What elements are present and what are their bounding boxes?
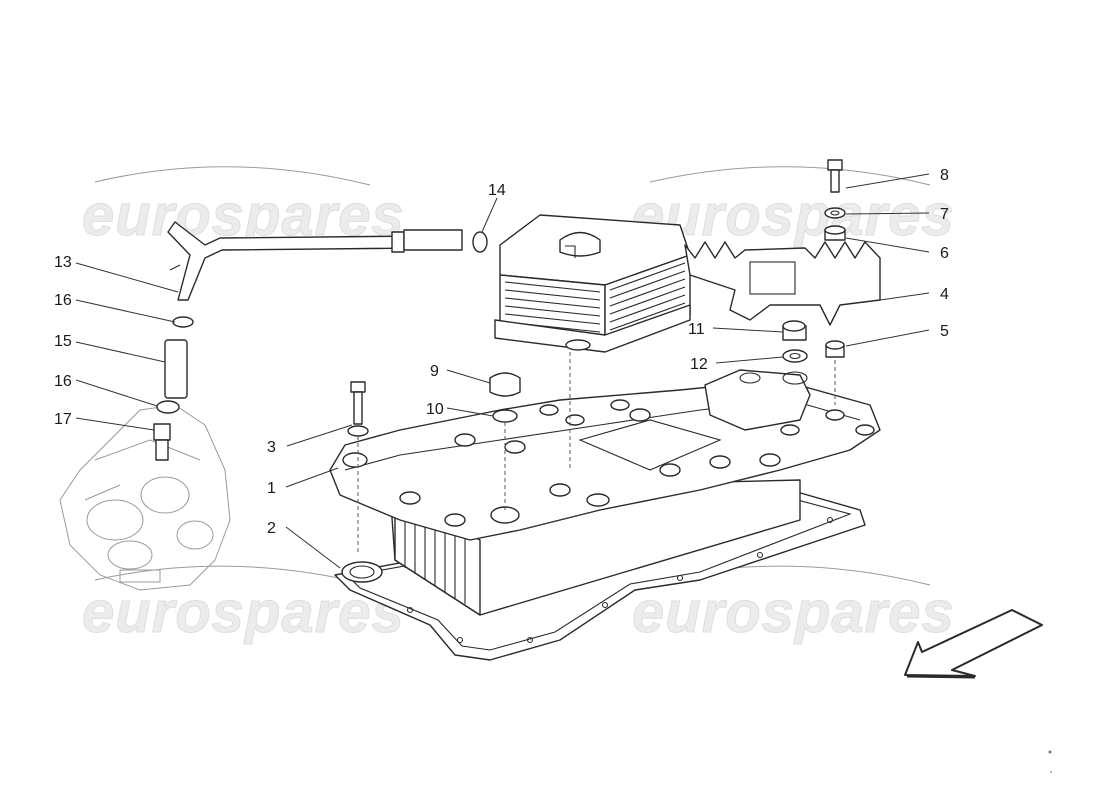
speck (1050, 771, 1052, 773)
fitting (153, 423, 171, 461)
washer-12 (782, 349, 808, 363)
washer-7 (824, 207, 846, 219)
watermark-layer: eurospares eurospares eurospares eurospa… (82, 166, 955, 646)
callout-16b: 16 (54, 373, 72, 390)
callout-13: 13 (54, 254, 72, 271)
callout-9: 9 (430, 363, 439, 380)
bolt-8 (827, 159, 843, 193)
oil-sump-housing (329, 369, 881, 616)
watermark: eurospares (632, 183, 955, 248)
housing-bosses (342, 399, 875, 527)
callout-14: 14 (488, 182, 506, 199)
callout-6: 6 (940, 245, 949, 262)
callout-16a: 16 (54, 292, 72, 309)
speck (1048, 750, 1052, 754)
watermark: eurospares (82, 183, 405, 248)
spacer-11 (782, 320, 807, 341)
callout-15: 15 (54, 333, 72, 350)
callout-11: 11 (688, 321, 705, 338)
callout-8: 8 (940, 167, 949, 184)
callout-2: 2 (267, 520, 276, 537)
bracket-4 (684, 241, 881, 326)
plug-9 (489, 372, 521, 510)
grommet-6 (824, 225, 846, 241)
watermark: eurospares (632, 580, 955, 645)
spacer-5 (825, 340, 845, 405)
hose-sleeve (156, 316, 194, 414)
callout-labels: 1 2 3 4 5 6 7 8 9 10 11 12 13 14 15 16 1… (54, 167, 949, 537)
callout-17: 17 (54, 411, 72, 428)
callout-12: 12 (690, 356, 708, 373)
callout-7: 7 (940, 206, 949, 223)
callout-4: 4 (940, 286, 949, 303)
leader-lines (75, 173, 930, 569)
bolt-3 (347, 381, 369, 555)
direction-arrow-icon (904, 609, 1043, 679)
engine-block-ghost (59, 404, 231, 591)
callout-3: 3 (267, 439, 276, 456)
callout-10: 10 (426, 401, 444, 418)
breather-hose (167, 221, 463, 301)
oil-cooler (494, 214, 691, 353)
hose-clamp-14 (472, 231, 488, 253)
callout-1: 1 (267, 480, 276, 497)
callout-5: 5 (940, 323, 949, 340)
